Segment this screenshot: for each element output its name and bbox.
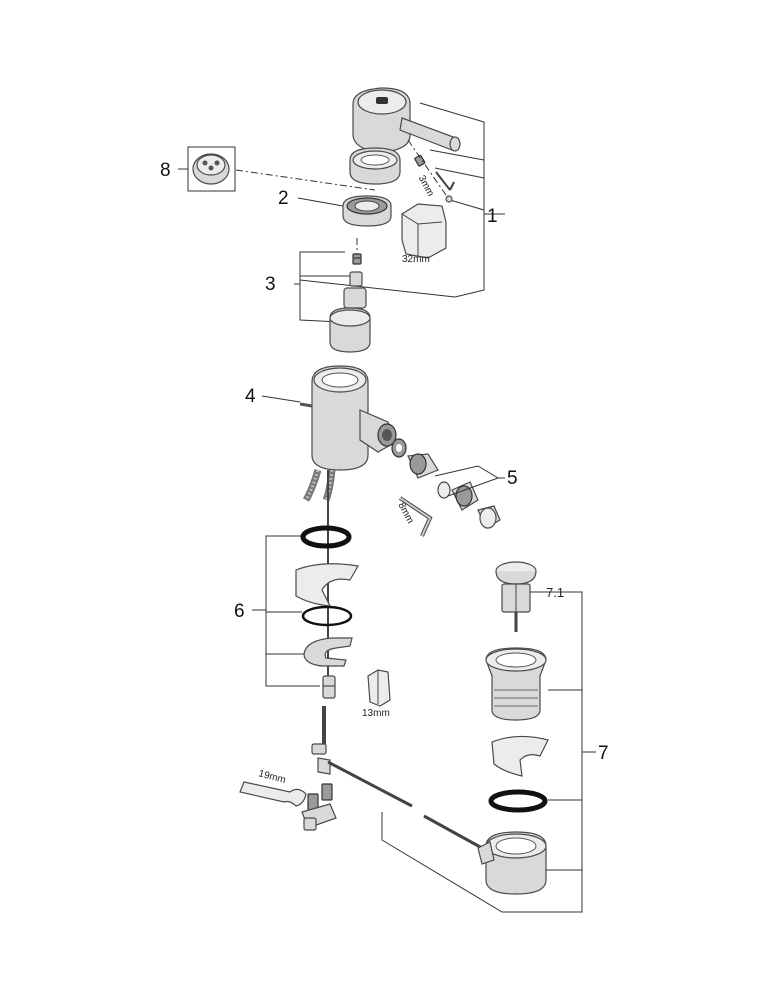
cover-cap — [349, 147, 401, 185]
part-7-o-ring — [488, 789, 548, 813]
lever-handle — [352, 87, 461, 153]
part-7-drain-body — [477, 831, 547, 895]
part-2-nut — [297, 195, 392, 227]
callout-8: 8 — [160, 160, 171, 181]
spanner-19mm-label: 19mm — [257, 768, 287, 786]
callout-4: 4 — [245, 386, 256, 407]
part-8-stop-limiter — [178, 146, 236, 192]
part-7-waste-body — [485, 647, 547, 721]
centerline-8 — [235, 169, 376, 191]
hex-key-8mm — [398, 496, 433, 537]
bracket-3 — [294, 251, 350, 323]
callout-7-1: 7.1 — [546, 585, 564, 600]
callout-7: 7 — [598, 743, 609, 764]
callout-2: 2 — [278, 188, 289, 209]
bracket-1 — [299, 102, 505, 298]
socket-wrench-32mm-label: 32mm — [402, 254, 430, 265]
socket-13mm-label: 13mm — [362, 708, 390, 719]
part-6-mounting-set — [295, 525, 359, 699]
part-3-cartridge — [329, 238, 371, 353]
callout-3: 3 — [265, 274, 276, 295]
part-4-faucet-body — [261, 365, 397, 471]
bracket-7 — [381, 591, 596, 913]
supply-connectors — [301, 783, 337, 831]
socket-13mm — [367, 669, 391, 707]
socket-wrench-32mm — [401, 203, 447, 259]
part-5-aerator — [391, 438, 505, 529]
bracket-6 — [252, 535, 320, 687]
grub-screw-and-hex-key — [407, 139, 455, 203]
callout-1: 1 — [487, 206, 498, 227]
callout-5: 5 — [507, 468, 518, 489]
lift-rod-linkage — [311, 706, 483, 850]
part-7-gasket-wedge — [491, 735, 549, 777]
hex-key-3mm-label: 3mm — [416, 174, 436, 199]
callout-6: 6 — [234, 601, 245, 622]
spanner-19mm — [239, 781, 307, 807]
part-7-1-pop-up-plug — [495, 561, 537, 632]
